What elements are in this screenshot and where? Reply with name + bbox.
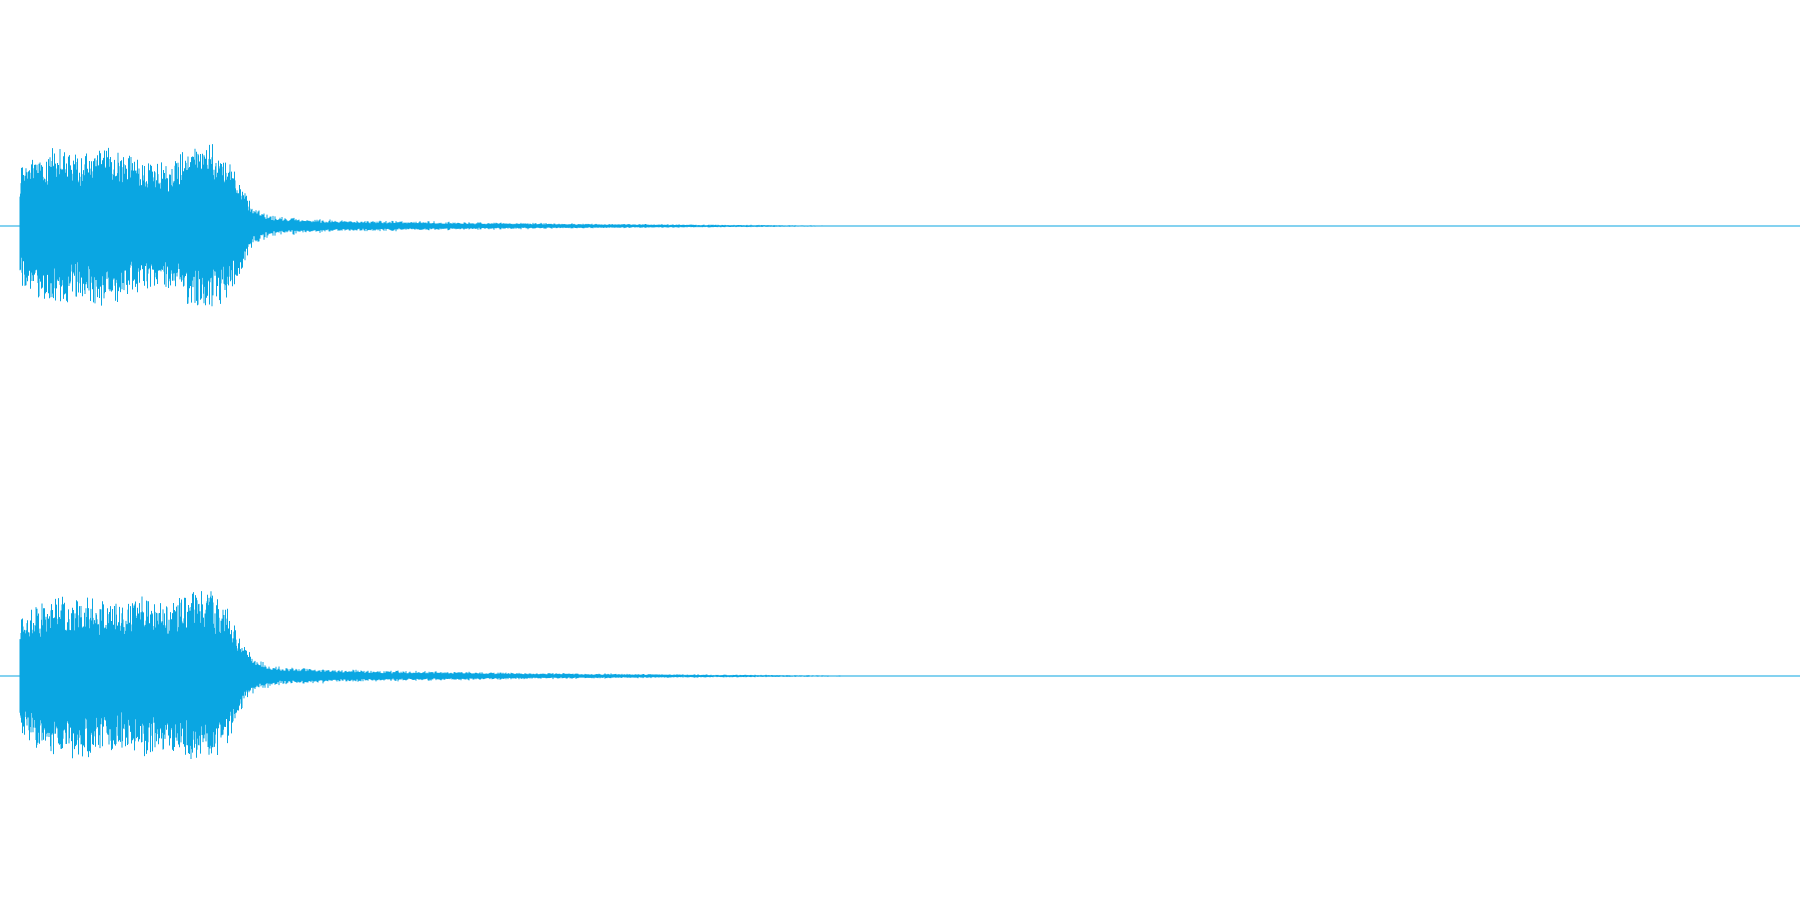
waveform-channel-bottom — [0, 591, 1800, 759]
waveform-channel-top — [0, 144, 1800, 307]
channel-top-waveform — [19, 144, 854, 307]
channel-bottom-waveform — [19, 591, 871, 759]
